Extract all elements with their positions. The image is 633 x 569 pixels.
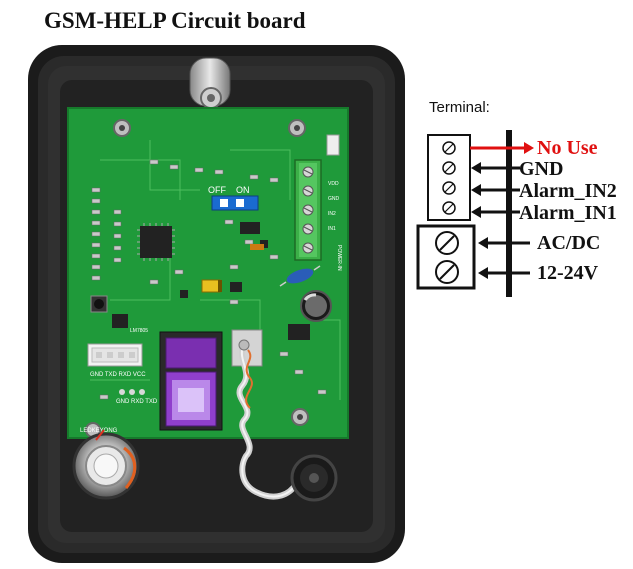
page-title: GSM-HELP Circuit board — [44, 8, 306, 33]
sim-card-holder — [159, 331, 223, 431]
pin-label-12-24v: 12-24V — [537, 262, 599, 284]
metal-clip — [189, 57, 231, 109]
led — [250, 244, 264, 250]
tantalum-capacitor — [201, 279, 221, 293]
terminal-heading: Terminal: — [429, 99, 490, 116]
brand-label: LEDKEYONG — [80, 428, 118, 434]
buzzer — [290, 454, 338, 502]
dip-switch: OFF ON — [208, 185, 259, 211]
svg-text:POWER-IN: POWER-IN — [336, 245, 342, 271]
label-sticker — [326, 134, 340, 156]
header-pins-label: GND TXD RXD VCC — [90, 372, 146, 378]
bottom-pins-label: GND RXD TXD — [116, 399, 158, 405]
small-ic — [112, 314, 128, 328]
pin-label-alarm-in1: Alarm_IN1 — [519, 202, 617, 224]
pin-label-gnd: GND — [519, 158, 564, 180]
reset-button — [90, 295, 108, 313]
switch-on-label: ON — [236, 185, 250, 195]
svg-text:VDD: VDD — [328, 181, 339, 187]
terminal-block: VDD GND IN2 IN1 POWER-IN — [294, 159, 342, 271]
svg-text:IN2: IN2 — [328, 211, 336, 217]
small-chip — [240, 222, 260, 234]
pcb: OFF ON GND TXD RXD VCC — [67, 107, 349, 439]
regulator-chip — [288, 324, 310, 340]
pin-header: GND TXD RXD VCC — [87, 343, 146, 378]
electrolytic-capacitor — [300, 290, 332, 322]
microcontroller-chip — [137, 223, 175, 261]
blue-capacitor — [279, 265, 321, 287]
svg-text:IN1: IN1 — [328, 226, 336, 232]
switch-off-label: OFF — [208, 185, 226, 195]
doorbell-button — [72, 429, 140, 500]
terminal-diagram — [416, 130, 534, 297]
pin-label-no-use: No Use — [537, 137, 598, 159]
svg-text:GND: GND — [328, 196, 340, 202]
pin-label-alarm-in2: Alarm_IN2 — [519, 180, 617, 202]
svg-text:LM7805: LM7805 — [130, 328, 148, 334]
pin-label-ac-dc: AC/DC — [537, 232, 601, 254]
